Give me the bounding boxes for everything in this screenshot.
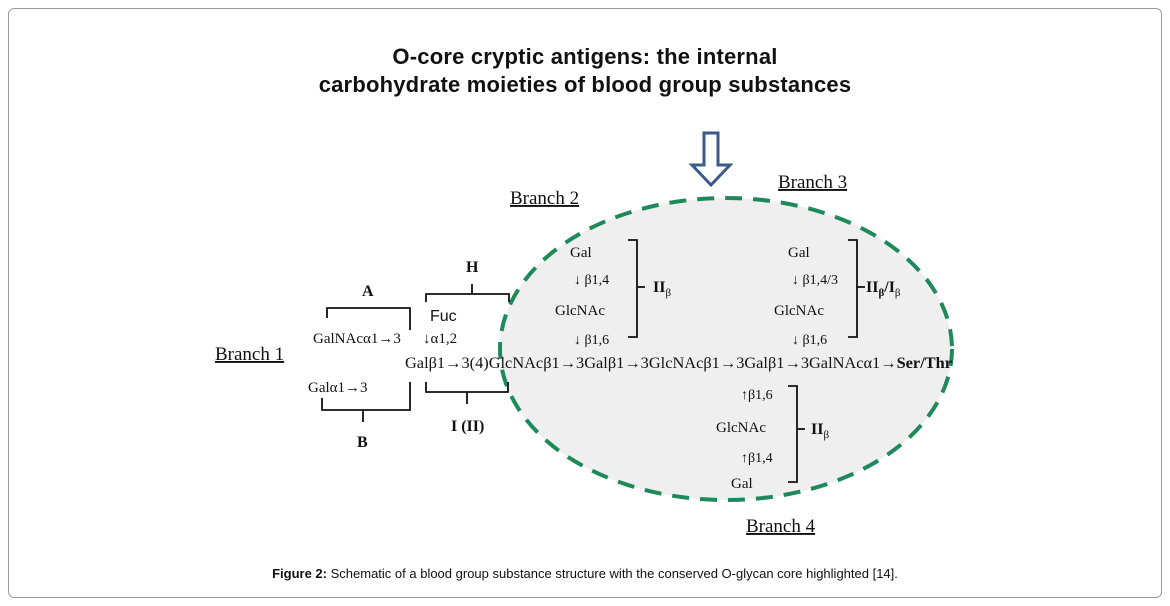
antigen-i-bracket	[425, 382, 509, 393]
fuc-linkage: ↓α1,2	[423, 331, 457, 347]
figure-caption-text: Schematic of a blood group substance str…	[327, 566, 898, 581]
galnac-a1-3: GalNAcα1→3	[313, 331, 401, 347]
antigen-i-label: I (II)	[451, 418, 484, 435]
down-arrow-icon	[688, 131, 734, 188]
branch-4-link-2: ↑β1,4	[741, 451, 773, 466]
gal-a1-3: Galα1→3	[308, 380, 368, 396]
branch-2-link-1: ↓ β1,4	[574, 273, 609, 288]
branch-4-type: IIβ	[811, 421, 829, 441]
fuc-label: Fuc	[430, 308, 457, 325]
branch-3-type: IIβ/Iβ	[866, 279, 901, 299]
branch-3-glcnac: GlcNAc	[774, 303, 824, 319]
branch-4-label: Branch 4	[746, 516, 816, 537]
branch-2-label: Branch 2	[510, 188, 579, 209]
branch-2-type: IIβ	[653, 279, 671, 299]
figure-caption-label: Figure 2:	[272, 566, 327, 581]
core-chain-end: Ser/Thr	[897, 355, 952, 372]
antigen-h-label: H	[466, 259, 479, 276]
branch-3-label: Branch 3	[778, 172, 847, 193]
branch-1-label: Branch 1	[215, 344, 284, 365]
antigen-a-bracket	[326, 307, 411, 330]
branch-4-glcnac: GlcNAc	[716, 420, 766, 436]
core-highlight-ellipse	[498, 196, 954, 502]
branch-3-gal: Gal	[788, 245, 810, 261]
branch-3-bracket	[848, 239, 858, 338]
figure-caption: Figure 2: Schematic of a blood group sub…	[0, 566, 1170, 581]
antigen-a-label: A	[362, 283, 374, 300]
figure-title-line-2: carbohydrate moieties of blood group sub…	[318, 72, 852, 97]
branch-3-link-2: ↓ β1,6	[792, 333, 827, 348]
antigen-b-bracket	[321, 382, 411, 411]
branch-2-gal: Gal	[570, 245, 592, 261]
branch-4-link-1: ↑β1,6	[741, 388, 773, 403]
antigen-h-bracket	[425, 293, 510, 302]
branch-4-gal: Gal	[731, 476, 753, 492]
branch-2-glcnac: GlcNAc	[555, 303, 605, 319]
branch-4-bracket	[788, 385, 798, 483]
core-chain: Galβ1→3(4)GlcNAcβ1→3Galβ1→3GlcNAcβ1→3Gal…	[405, 355, 952, 372]
branch-2-link-2: ↓ β1,6	[574, 333, 609, 348]
antigen-b-label: B	[357, 434, 368, 451]
branch-2-bracket	[628, 239, 638, 338]
branch-3-link-1: ↓ β1,4/3	[792, 273, 838, 288]
figure-title-line-1: O-core cryptic antigens: the internal	[392, 44, 778, 69]
